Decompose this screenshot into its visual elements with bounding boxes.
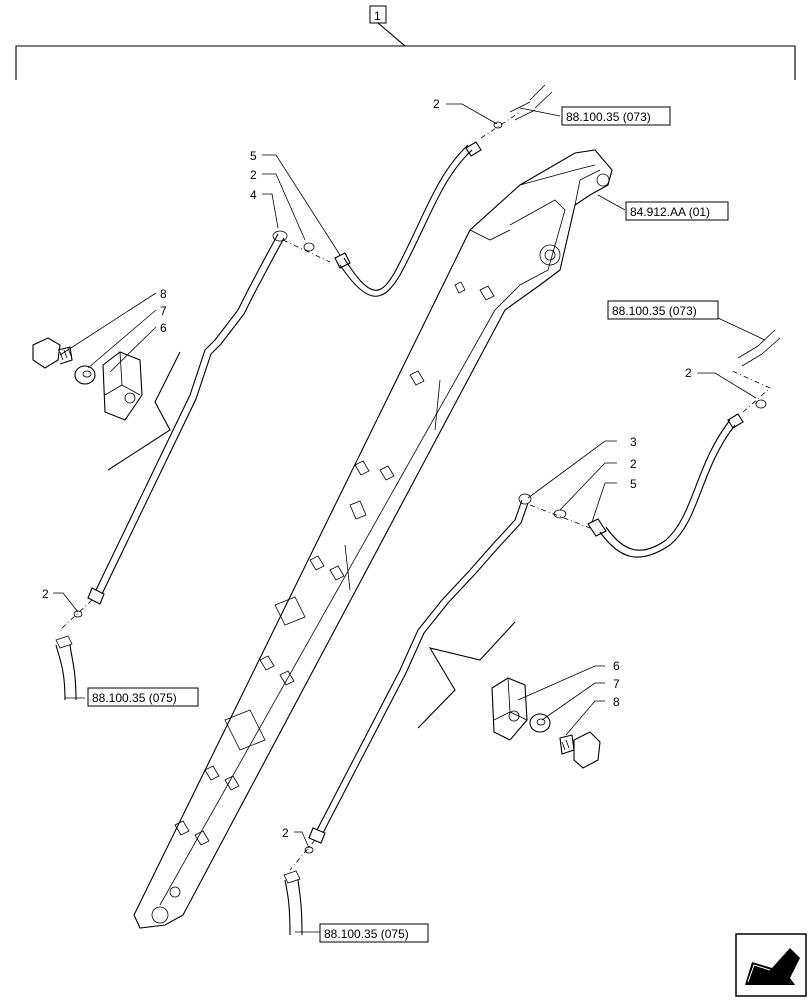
callout-8-right: 8	[613, 695, 620, 709]
right-rigid-pipe	[308, 493, 532, 844]
right-clamp-hardware	[417, 621, 601, 769]
callout-7-left: 7	[160, 304, 167, 318]
arrow-next-page-icon[interactable]	[735, 933, 807, 997]
left-rigid-pipe	[87, 230, 288, 605]
ref-text-boom: 84.912.AA (01)	[630, 205, 710, 219]
ref-text-hose-top-a: 88.100.35 (073)	[566, 110, 651, 124]
bottom-mid-hose-stub	[283, 839, 316, 936]
callout-4-left: 4	[250, 188, 257, 202]
ref-box-hose-bottom-a[interactable]: 88.100.35 (075)	[87, 687, 199, 707]
callout-6-left: 6	[160, 321, 167, 335]
callout-2-right-mid: 2	[630, 457, 637, 471]
ref-text-hose-top-b: 88.100.35 (073)	[612, 304, 697, 318]
right-flex-hose	[529, 329, 781, 558]
callout-3-right: 3	[630, 435, 637, 449]
callout-2-bottom-mid: 2	[282, 826, 289, 840]
ref-text-hose-bottom-a: 88.100.35 (075)	[92, 691, 177, 705]
ref-box-hose-top-a[interactable]: 88.100.35 (073)	[561, 106, 671, 126]
bottom-left-hose-stub	[55, 599, 93, 701]
boom-arm	[133, 149, 613, 929]
callout-5-left: 5	[250, 149, 257, 163]
leader-lines	[53, 103, 766, 933]
callout-7-right: 7	[613, 677, 620, 691]
assembly-label: 1	[374, 9, 381, 23]
ref-box-hose-bottom-b[interactable]: 88.100.35 (075)	[319, 923, 429, 943]
callout-2-bottom-left: 2	[42, 587, 49, 601]
left-clamp-hardware	[32, 337, 181, 471]
ref-text-hose-bottom-b: 88.100.35 (075)	[324, 927, 409, 941]
callout-8-left: 8	[160, 287, 167, 301]
callout-5-right: 5	[630, 477, 637, 491]
callout-2-top: 2	[433, 97, 440, 111]
ref-box-hose-top-b[interactable]: 88.100.35 (073)	[607, 300, 719, 320]
ref-box-boom[interactable]: 84.912.AA (01)	[625, 201, 729, 221]
assembly-bracket: 1	[15, 5, 796, 80]
callout-6-right: 6	[613, 659, 620, 673]
callout-2-left: 2	[250, 168, 257, 182]
callout-numbers: 2 5 2 4 8 7 6 2 3 2 5 6 7 8 2 2	[42, 97, 692, 840]
callout-2-right-top: 2	[685, 366, 692, 380]
left-flex-hose	[282, 84, 553, 297]
